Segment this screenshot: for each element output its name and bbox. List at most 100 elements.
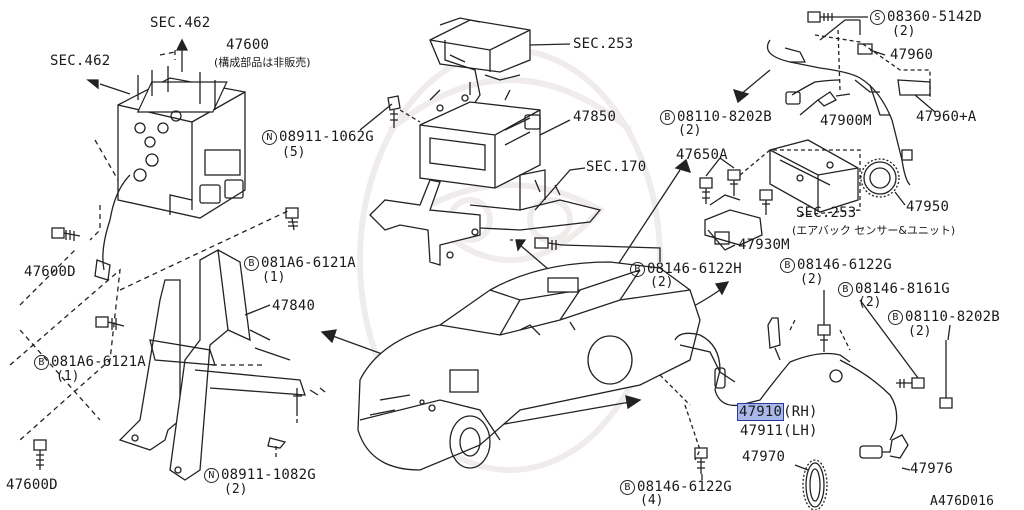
bracket-47840 [118,248,306,481]
bolt-08110-8202b-top [816,91,851,107]
label-sec462-top: SEC.462 [150,15,211,31]
label-sec253-mid: SEC.253 [796,205,857,221]
label-47950: 47950 [906,199,950,215]
part-number: 08110-8202B [677,109,772,125]
label-47850: 47850 [573,109,617,125]
bolt-081a6-upper [285,207,299,231]
label-47911: 47911(LH) [740,424,818,439]
side-rh: (RH) [783,404,818,420]
abs-actuator-unit [94,66,246,281]
label-47600-note: (構成部品は非販売) [214,56,311,69]
part-number: 08911-1062G [279,129,374,145]
label-47600d-lower: 47600D [6,477,58,493]
label-47840: 47840 [272,298,316,314]
label-47650a: 47650A [676,147,728,163]
bolt-08110-8202b-right [939,340,953,409]
part-number: 08911-1082G [221,467,316,483]
b-prefix-icon: B [620,480,635,495]
qty-081a6-6121a-lower: (1) [56,369,80,384]
label-47600: 47600 [226,37,270,53]
part-number: 47911 [740,423,784,439]
part-number: 08360-5142D [887,9,982,25]
label-sec253-note: (エアバック センサー&ユニット) [792,224,956,237]
part-number: 08146-6122G [637,479,732,495]
speed-sensor-47976 [859,434,909,459]
bolt-47600d-top [51,227,81,241]
vehicle-outline [357,261,701,471]
bolt-08146-6122g-top [817,324,831,352]
part-number: 08146-6122G [797,257,892,273]
qty-08146-6122g-top: (2) [800,272,824,287]
part-number: 081A6-6121A [51,354,146,370]
label-47900m: 47900M [820,113,872,129]
label-sec253-top: SEC.253 [573,36,634,52]
label-47960: 47960 [890,47,934,63]
part-number: 081A6-6121A [261,255,356,271]
part-number: 08146-8161G [855,281,950,297]
qty-08911-1082g: (2) [224,482,248,497]
screw-08911-1082g [267,387,326,449]
sec253-top-module [429,17,531,111]
qty-08360-5142d: (2) [892,24,916,39]
s-prefix-icon: S [870,10,885,25]
label-47910: 47910(RH) [736,403,818,421]
label-47960a: 47960+A [916,109,977,125]
label-47970: 47970 [742,449,786,465]
part-number: 08146-6122H [647,261,742,277]
diagram-code: A476D016 [930,494,995,509]
b-prefix-icon: B [838,282,853,297]
bolt-08146-6122h [534,237,563,250]
control-unit-47850 [419,82,541,189]
b-prefix-icon: B [630,262,645,277]
label-sec170: SEC.170 [586,159,647,175]
qty-08146-8161g: (2) [858,295,882,310]
qty-08911-1062g: (5) [282,145,306,160]
b-prefix-icon: B [34,355,49,370]
bolt-081a6-left [95,316,125,330]
wheel-sensor-harness-47910 [674,317,898,441]
airbag-sensor-unit [769,139,859,213]
bracket-47930m [704,194,763,251]
harness-47900m [766,39,931,186]
bolt-08146-6122g-bottom [694,447,708,474]
qty-081a6-6121a-upper: (1) [262,270,286,285]
tone-ring-47950 [860,158,900,198]
bolts-47650a [699,169,773,215]
qty-08110-8202b-right: (2) [908,324,932,339]
label-sec462-left: SEC.462 [50,53,111,69]
side-lh: (LH) [783,423,818,439]
bolt-47600d-bottom [33,439,47,470]
b-prefix-icon: B [244,256,259,271]
qty-08146-6122g-bottom: (4) [640,493,664,508]
b-prefix-icon: B [780,258,795,273]
part-number: 08110-8202B [905,309,1000,325]
bolt-08146-8161g [896,377,925,389]
mounting-bracket [369,169,602,266]
highlighted-part-47910[interactable]: 47910 [736,403,785,421]
n-prefix-icon: N [204,468,219,483]
b-prefix-icon: B [888,310,903,325]
label-47976: 47976 [910,461,954,477]
qty-08146-6122h: (2) [650,275,674,290]
tone-ring-47970 [802,459,828,510]
bolt-08911-1062g [387,95,401,128]
n-prefix-icon: N [262,130,277,145]
qty-08110-8202b-top: (2) [678,123,702,138]
label-47600d-upper: 47600D [24,264,76,280]
b-prefix-icon: B [660,110,675,125]
bolt-08360-5142d [807,11,840,23]
label-47930m: 47930M [738,237,790,253]
